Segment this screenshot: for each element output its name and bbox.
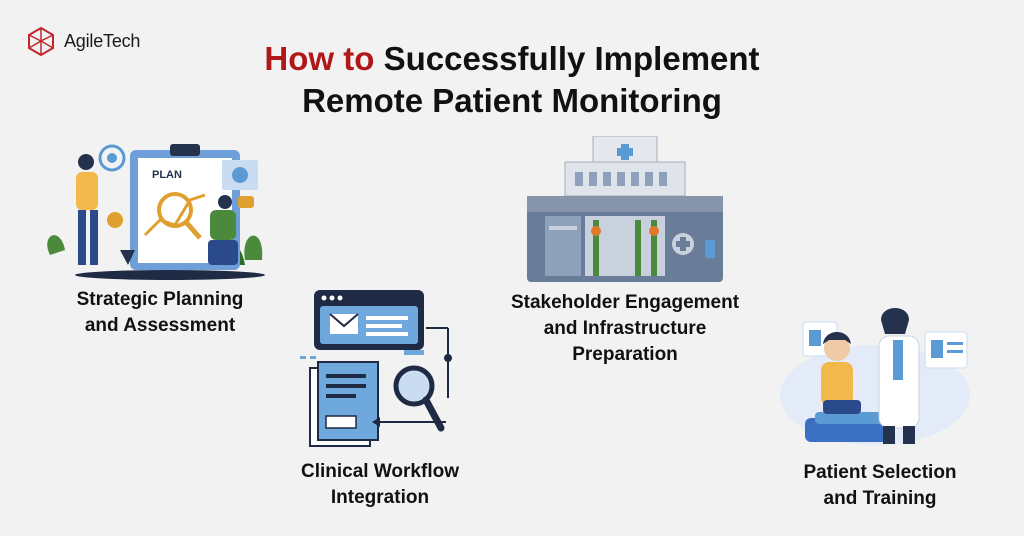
step-label-clinical-workflow: Clinical Workflow Integration [300, 461, 459, 508]
workflow-illustration [300, 290, 452, 447]
planning-illustration: PLAN [47, 144, 265, 280]
doctor-patient-illustration [780, 308, 970, 445]
title-line2: Remote Patient Monitoring [302, 82, 722, 119]
step-label-strategic-planning: Strategic Planning and Assessment [76, 289, 244, 336]
hospital-illustration [527, 136, 723, 282]
page-title: How to Successfully Implement Remote Pat… [0, 38, 1024, 122]
step-label-stakeholder-engagement: Stakeholder Engagement and Infrastructur… [510, 292, 740, 365]
plan-text: PLAN [152, 169, 182, 181]
logo-icon [28, 26, 54, 56]
step-label-patient-selection: Patient Selection and Training [803, 462, 957, 509]
title-highlight: How to [264, 40, 375, 77]
brand-name: AgileTech [64, 30, 141, 51]
brand-logo[interactable]: AgileTech [26, 26, 140, 56]
title-line1: Successfully Implement [383, 40, 760, 77]
